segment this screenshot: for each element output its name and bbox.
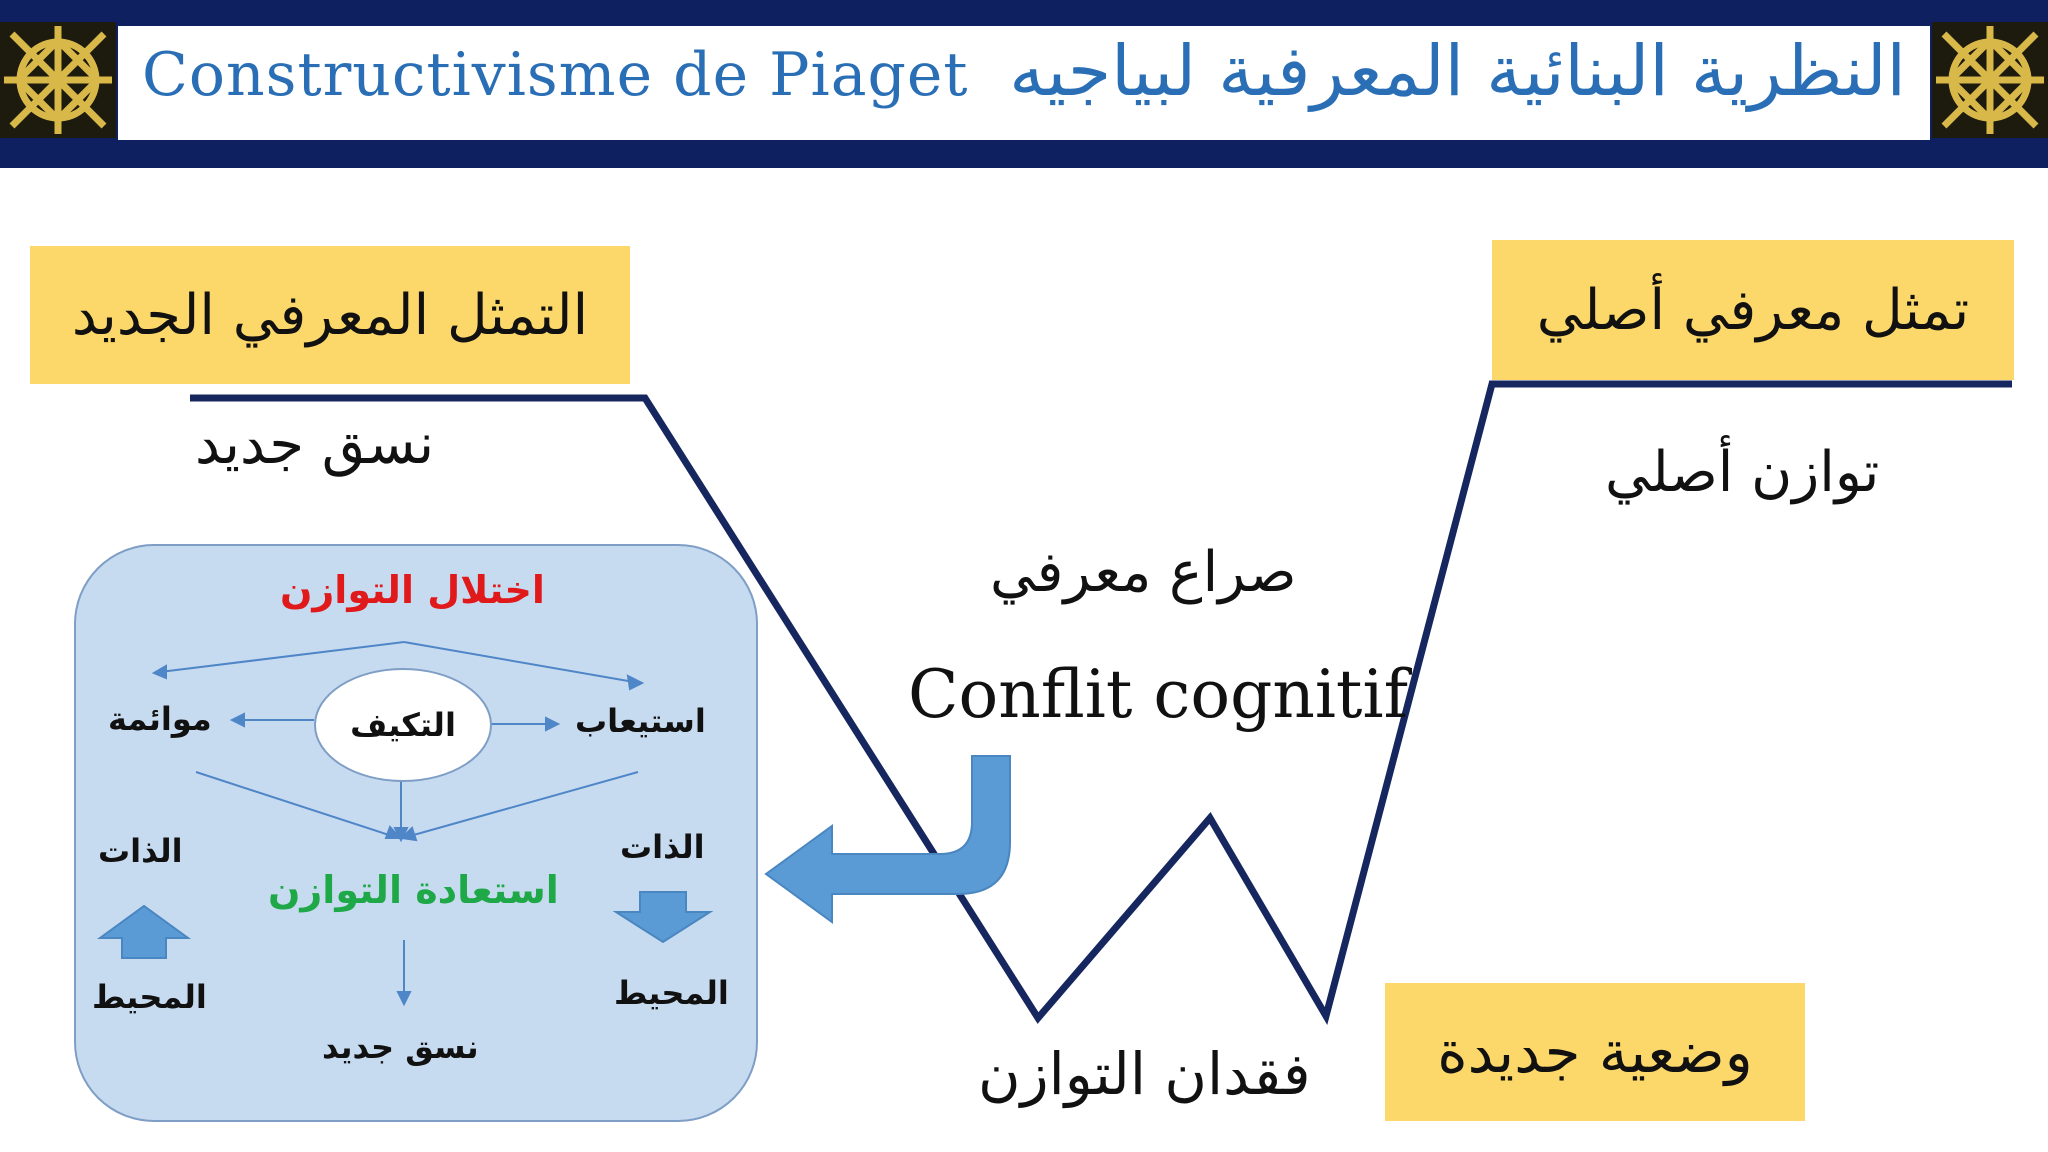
self-label-left: الذات [98, 832, 183, 870]
celtic-knot-icon [0, 22, 116, 138]
environment-label-left: المحيط [92, 978, 207, 1016]
disequilibrium-label: اختلال التوازن [280, 568, 545, 612]
adaptation-label: التكيف [350, 706, 456, 744]
panel-new-system-label: نسق جديد [322, 1028, 479, 1066]
re-equilibration-label: استعادة التوازن [268, 868, 559, 912]
adaptation-ellipse: التكيف [314, 668, 492, 782]
new-representation-label: التمثل المعرفي الجديد [71, 282, 589, 348]
assimilation-label: استيعاب [575, 702, 706, 740]
title-french: Constructivisme de Piaget [142, 40, 969, 110]
celtic-knot-icon [1932, 22, 2048, 138]
new-situation-label: وضعية جديدة [1437, 1018, 1753, 1086]
new-representation-box: التمثل المعرفي الجديد [30, 246, 630, 384]
new-system-label: نسق جديد [195, 412, 435, 477]
cognitive-conflict-arabic-label: صراع معرفي [990, 540, 1297, 605]
accommodation-label: موائمة [108, 700, 212, 738]
equilibrium-path [190, 380, 2012, 1026]
original-representation-label: تمثل معرفي أصلي [1536, 277, 1970, 343]
header: Constructivisme de Piaget النظرية البنائ… [0, 0, 2048, 168]
new-situation-box: وضعية جديدة [1385, 983, 1805, 1121]
title-arabic: النظرية البنائية المعرفية لبياجيه [1009, 30, 1906, 112]
original-representation-box: تمثل معرفي أصلي [1492, 240, 2014, 380]
header-underline [0, 148, 2048, 160]
loss-of-equilibrium-label: فقدان التوازن [978, 1040, 1311, 1108]
environment-label-right: المحيط [614, 974, 729, 1012]
conflict-arrow [764, 755, 1011, 924]
original-equilibrium-label: توازن أصلي [1605, 440, 1880, 505]
cognitive-conflict-french-label: Conflit cognitif [908, 656, 1408, 733]
header-title-panel [118, 26, 1930, 140]
self-label-right: الذات [620, 828, 705, 866]
